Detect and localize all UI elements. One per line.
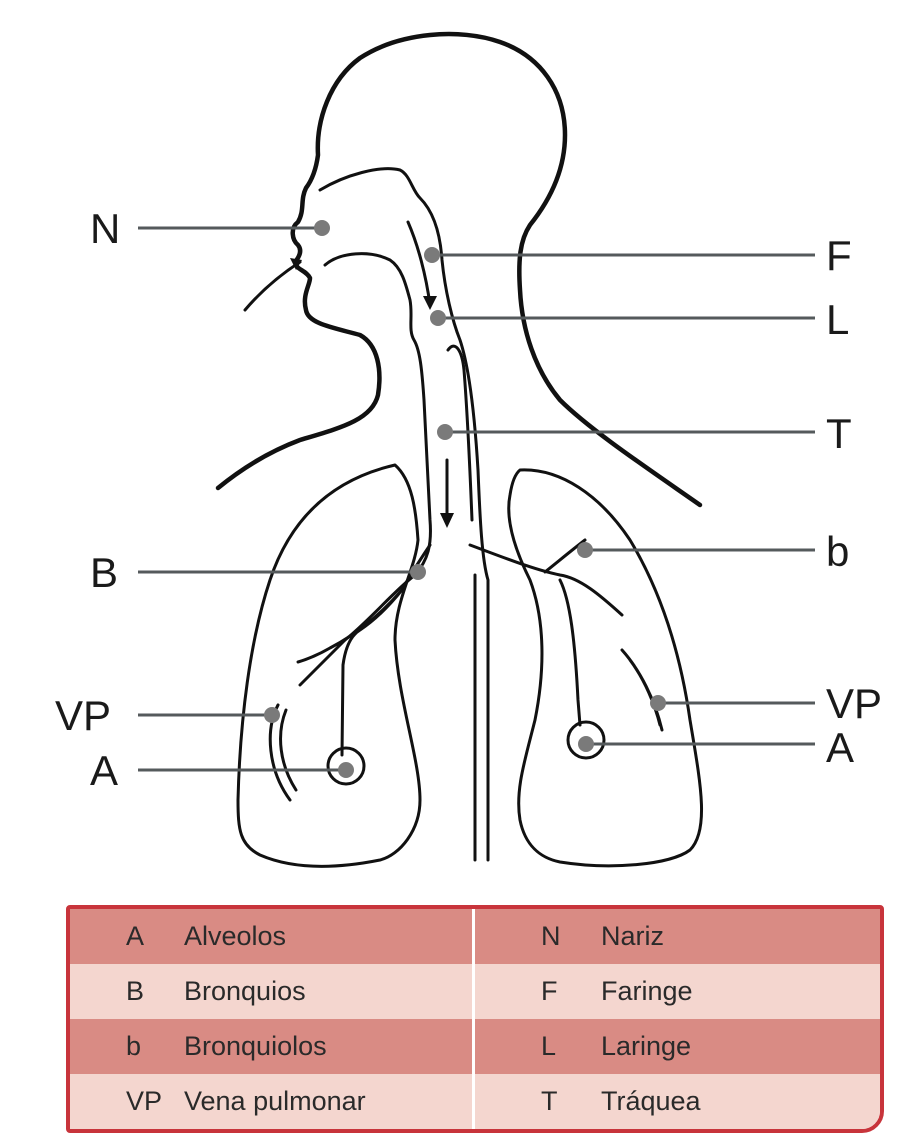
- legend-row-right: L Laringe: [475, 1019, 880, 1074]
- legend-row-left: A Alveolos: [70, 909, 475, 964]
- legend-term: Bronquios: [184, 976, 306, 1007]
- left-lung: [238, 465, 420, 866]
- airflow-arrow-in: [245, 262, 300, 310]
- legend-row-right: T Tráquea: [475, 1074, 880, 1129]
- marker-A-right: [578, 736, 594, 752]
- legend-term: Alveolos: [184, 921, 286, 952]
- marker-A-left: [338, 762, 354, 778]
- callout-A-right: A: [826, 724, 854, 771]
- airflow-arrow-down-head: [423, 296, 437, 310]
- marker-T: [437, 424, 453, 440]
- legend-term: Laringe: [601, 1031, 691, 1062]
- legend-abbr: A: [70, 921, 184, 952]
- callout-VP-left: VP: [55, 692, 111, 739]
- legend-abbr: b: [70, 1031, 184, 1062]
- callout-VP-right: VP: [826, 680, 882, 727]
- callout-A-left: A: [90, 747, 118, 794]
- airflow-arrow-trachea-head: [440, 513, 454, 528]
- right-lung: [509, 470, 702, 866]
- callout-L: L: [826, 296, 849, 343]
- legend-term: Tráquea: [601, 1086, 701, 1117]
- bronchi-right: [470, 540, 622, 725]
- legend-term: Vena pulmonar: [184, 1086, 366, 1117]
- legend-table: A Alveolos N Nariz B Bronquios F Faringe…: [66, 905, 884, 1133]
- legend-term: Faringe: [601, 976, 693, 1007]
- legend-term: Bronquiolos: [184, 1031, 327, 1062]
- nasal-cavity: [320, 169, 488, 860]
- legend-row-right: F Faringe: [475, 964, 880, 1019]
- legend-row-right: N Nariz: [475, 909, 880, 964]
- marker-L: [430, 310, 446, 326]
- callout-B: B: [90, 549, 118, 596]
- legend-abbr: VP: [70, 1086, 184, 1117]
- callout-T: T: [826, 410, 852, 457]
- marker-B: [410, 564, 426, 580]
- marker-VP-right: [650, 695, 666, 711]
- legend-row-left: b Bronquiolos: [70, 1019, 475, 1074]
- callout-b: b: [826, 528, 849, 575]
- pulmonary-vein-right: [622, 650, 662, 730]
- callout-F: F: [826, 232, 852, 279]
- legend-abbr: T: [475, 1086, 601, 1117]
- marker-VP-left: [264, 707, 280, 723]
- marker-b: [577, 542, 593, 558]
- callout-N: N: [90, 205, 120, 252]
- legend-abbr: B: [70, 976, 184, 1007]
- legend-abbr: F: [475, 976, 601, 1007]
- legend-row-left: B Bronquios: [70, 964, 475, 1019]
- legend-abbr: L: [475, 1031, 601, 1062]
- airflow-arrow-down: [408, 222, 430, 305]
- legend-term: Nariz: [601, 921, 664, 952]
- mouth-cavity: [325, 254, 430, 640]
- legend-row-left: VP Vena pulmonar: [70, 1074, 475, 1129]
- legend-abbr: N: [475, 921, 601, 952]
- marker-N: [314, 220, 330, 236]
- respiratory-system-diagram: N F L T B b VP VP A A: [0, 0, 915, 890]
- marker-F: [424, 247, 440, 263]
